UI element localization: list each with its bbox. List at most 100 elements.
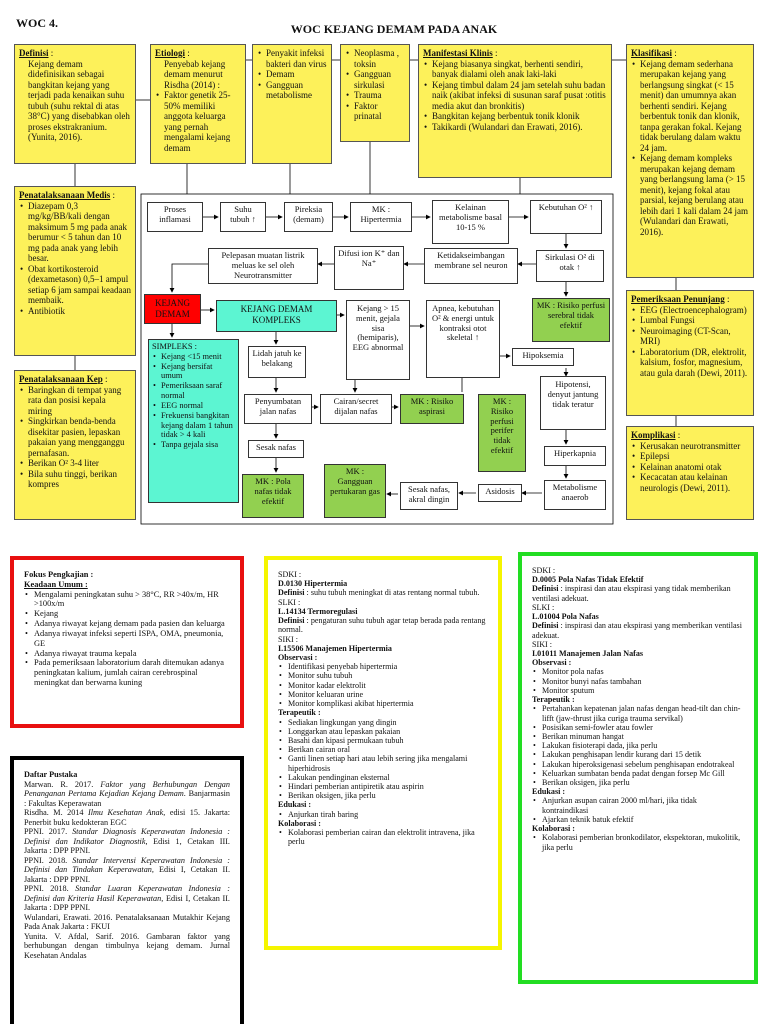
node-mk-aspirasi: MK : Risiko aspirasi (400, 394, 464, 424)
siki-label: SIKI : (532, 639, 553, 649)
node-cairan-secret: Cairan/secret dijalan nafas (320, 394, 392, 424)
node-kelainan-metabolisme: Kelainan metabolisme basal 10-15 % (432, 200, 509, 244)
terapeutik-item: Berikan oksigen, jika perlu (278, 791, 488, 800)
node-proses-inflamasi: Proses inflamasi (147, 202, 203, 232)
node-kejang-kompleks: KEJANG DEMAM KOMPLEKS (216, 300, 337, 332)
pemeriksaan-item: Neuroimaging (CT-Scan, MRI) (631, 326, 749, 347)
kep-item: Singkirkan benda-benda disekitar pasien,… (19, 416, 131, 458)
node-lidah-jatuh: Lidah jatuh ke belakang (248, 346, 306, 378)
fokus-item: Adanya riwayat infeksi seperti ISPA, OMA… (24, 629, 230, 649)
simpleks-box: SIMPLEKS : Kejang <15 menit Kejang bersi… (148, 339, 239, 503)
komplikasi-item: Kecacatan atau kelainan neurologis (Dewi… (631, 472, 749, 493)
simpleks-item: Tanpa gejala sisa (152, 440, 235, 450)
penyakit-box: Penyakit infeksi bakteri dan virus Demam… (252, 44, 332, 164)
fokus-item: Kejang (24, 609, 230, 619)
sdki-code: D.0130 Hipertermia (278, 579, 348, 589)
node-kejang-demam: KEJANG DEMAM (144, 294, 201, 324)
fokus-item: Adanya riwayat kejang demam pada pasien … (24, 619, 230, 629)
manifestasi-item: Takikardi (Wulandari dan Erawati, 2016). (423, 122, 607, 133)
edukasi-item: Anjurkan tirah baring (278, 810, 488, 819)
observasi-label: Observasi : (278, 652, 318, 662)
terapeutik-item: Lakukan pendinginan eksternal (278, 773, 488, 782)
sdki-label: SDKI : (532, 566, 556, 575)
terapeutik-label: Terapeutik : (532, 695, 575, 705)
observasi-label: Observasi : (532, 658, 572, 668)
siki-code: I.15506 Manajemen Hipertermia (278, 643, 392, 653)
edukasi-label: Edukasi : (278, 800, 312, 810)
fokus-item: Mengalami peningkatan suhu > 38°C, RR >4… (24, 590, 230, 610)
node-pelepasan-muatan: Pelepasan muatan listrik meluas ke sel o… (208, 248, 318, 284)
node-sesak-nafas: Sesak nafas (248, 440, 304, 458)
etiologi-box: Etiologi : Penyebab kejang demam menurut… (150, 44, 246, 164)
simpleks-item: Frekuensi bangkitan kejang dalam 1 tahun… (152, 411, 235, 440)
sdki-code: D.0005 Pola Nafas Tidak Efektif (532, 575, 644, 585)
kolaborasi-label: Kolaborasi : (278, 818, 321, 828)
node-hipoksemia: Hipoksemia (512, 348, 574, 366)
node-mk-gangguan: MK : Gangguan pertukaran gas (324, 464, 386, 518)
neoplasma-box: Neoplasma , toksin Gangguan sirkulasi Tr… (340, 44, 410, 142)
penatalaksanaan-medis-box: Penatalaksanaan Medis : Diazepam 0,3 mg/… (14, 186, 136, 356)
reference: Marwan. R. 2017. Faktor yang Berhubungan… (24, 779, 230, 808)
komplikasi-item: Kerusakan neurotransmitter (631, 441, 749, 452)
definisi-title: Definisi (19, 48, 49, 58)
neoplasma-item: Neoplasma , toksin (345, 48, 405, 69)
etiologi-title: Etiologi (155, 48, 186, 58)
klasifikasi-item: Kejang demam sederhana merupakan kejang … (631, 59, 749, 154)
terapeutik-item: Berikan minuman hangat (532, 732, 744, 741)
observasi-item: Monitor pola nafas (532, 667, 744, 676)
medis-item: Antibiotik (19, 306, 131, 317)
node-suhu-tubuh: Suhu tubuh ↑ (220, 202, 266, 232)
pemeriksaan-item: Laboratorium (DR, elektrolit, kalsium, f… (631, 347, 749, 379)
diagram-code: WOC 4. (16, 16, 58, 30)
penatalaksanaan-kep-title: Penatalaksanaan Kep (19, 374, 103, 384)
observasi-item: Monitor suhu tubuh (278, 671, 488, 680)
diagram-title: WOC KEJANG DEMAM PADA ANAK (290, 22, 498, 36)
manifestasi-item: Bangkitan kejang berbentuk tonik klonik (423, 111, 607, 122)
terapeutik-item: Ganti linen setiap hari atau lebih serin… (278, 754, 488, 772)
medis-item: Diazepam 0,3 mg/kg/BB/kali dengan maksim… (19, 201, 131, 264)
edukasi-label: Edukasi : (532, 787, 566, 797)
manifestasi-box: Manifestasi Klinis : Kejang biasanya sin… (418, 44, 612, 178)
siki-label: SIKI : (278, 634, 299, 644)
colon: : (492, 48, 498, 58)
manifestasi-title: Manifestasi Klinis (423, 48, 493, 58)
kep-item: Baringkan di tempat yang rata dan posisi… (19, 385, 131, 417)
kep-item: Berikan O² 3-4 liter (19, 458, 131, 469)
komplikasi-title: Komplikasi (631, 430, 676, 440)
node-sesak-akral: Sesak nafas, akral dingin (400, 482, 458, 510)
observasi-item: Monitor keluaran urine (278, 690, 488, 699)
colon: : (675, 430, 681, 440)
node-asidosis: Asidosis (478, 484, 522, 502)
edukasi-item: Anjurkan asupan cairan 2000 ml/hari, jik… (532, 796, 744, 814)
terapeutik-item: Keluarkan sumbatan benda padat dengan fo… (532, 769, 744, 778)
definisi-1: Definisi : inspirasi dan atau ekspirasi … (532, 584, 731, 603)
kolaborasi-label: Kolaborasi : (532, 824, 575, 834)
simpleks-title: SIMPLEKS : (152, 342, 197, 351)
simpleks-item: Pemeriksaan saraf normal (152, 381, 235, 401)
colon: : (102, 374, 108, 384)
manifestasi-item: Kejang timbul dalam 24 jam setelah suhu … (423, 80, 607, 112)
hipertermia-care-plan: SDKI : D.0130 Hipertermia Definisi : suh… (264, 556, 502, 950)
fokus-title: Fokus Pengkajian : (24, 570, 94, 579)
siki-code: I.01011 Manajemen Jalan Nafas (532, 648, 644, 658)
simpleks-item: EEG normal (152, 401, 235, 411)
etiologi-line: Risdha (2014) : (164, 79, 220, 90)
node-penyumbatan: Penyumbatan jalan nafas (244, 394, 312, 424)
reference: Risdha. M. 2014 Ilmu Kesehatan Anak, edi… (24, 808, 231, 827)
colon: : (724, 294, 730, 304)
definisi-text: Kejang demam didefinisikan sebagai bangk… (28, 58, 130, 143)
edukasi-item: Ajarkan teknik batuk efektif (532, 815, 744, 824)
daftar-pustaka-box: Daftar Pustaka Marwan. R. 2017. Faktor y… (10, 756, 244, 1024)
terapeutik-item: Lakukan fisioterapi dada, jika perlu (532, 741, 744, 750)
observasi-item: Monitor bunyi nafas tambahan (532, 677, 744, 686)
kolaborasi-item: Kolaborasi pemberian cairan dan elektrol… (278, 828, 488, 846)
penyakit-item: Demam (257, 69, 327, 80)
node-mk-perfusi-serebral: MK : Risiko perfusi serebral tidak efekt… (532, 298, 610, 342)
node-kebutuhan-o2: Kebutuhan O² ↑ (530, 200, 602, 234)
klasifikasi-title: Klasifikasi (631, 48, 673, 58)
node-hiperkapnia: Hiperkapnia (544, 446, 606, 466)
node-kejang-15: Kejang > 15 menit, gejala sisa (hemipari… (346, 300, 410, 380)
node-sirkulasi-o2: Sirkulasi O² di otak ↑ (536, 250, 604, 282)
klasifikasi-box: Klasifikasi : Kejang demam sederhana mer… (626, 44, 754, 278)
terapeutik-item: Pertahankan kepatenan jalan nafas dengan… (532, 704, 744, 722)
